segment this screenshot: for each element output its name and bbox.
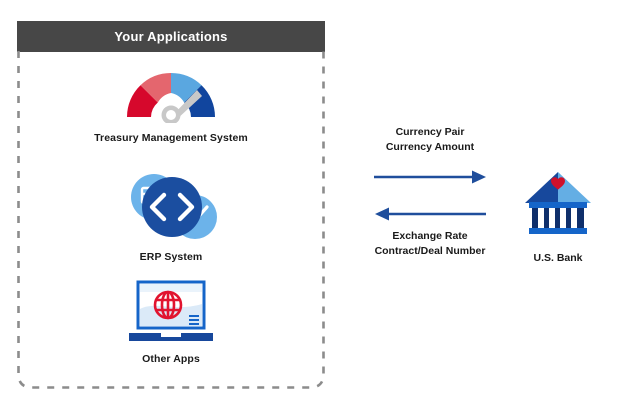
your-applications-title: Your Applications — [114, 29, 228, 44]
flow-arrows — [355, 167, 505, 221]
bank-label: U.S. Bank — [533, 252, 583, 264]
outbound-label-line-2: Currency Amount — [385, 141, 475, 153]
app-item-erp-system[interactable]: ERP System — [17, 166, 325, 263]
code-brackets-circle-icon — [17, 166, 325, 246]
app-item-other-apps[interactable]: Other Apps — [17, 276, 325, 365]
app-item-treasury-management-system[interactable]: Treasury Management System — [17, 61, 325, 144]
app-item-label: Other Apps — [142, 353, 200, 365]
laptop-globe-icon — [17, 276, 325, 348]
data-flow-group: Currency Pair Currency Amount Exchange R… — [355, 125, 505, 259]
inbound-arrow — [375, 207, 486, 221]
your-applications-dashed-border — [17, 51, 325, 389]
speedometer-gauge-icon — [17, 61, 325, 127]
bank-building-icon — [508, 170, 608, 238]
bank-group[interactable]: U.S. Bank — [508, 170, 608, 264]
outbound-arrow — [374, 170, 486, 184]
inbound-flow-labels: Exchange Rate Contract/Deal Number — [355, 229, 505, 259]
outbound-flow-labels: Currency Pair Currency Amount — [355, 125, 505, 155]
outbound-label-line-1: Currency Pair — [395, 126, 465, 138]
inbound-label-line-2: Contract/Deal Number — [374, 245, 486, 257]
your-applications-header: Your Applications — [17, 21, 325, 52]
inbound-label-line-1: Exchange Rate — [392, 230, 468, 242]
app-item-label: ERP System — [139, 251, 203, 263]
app-item-label: Treasury Management System — [94, 132, 248, 144]
your-applications-panel: Your Applications — [17, 21, 325, 389]
